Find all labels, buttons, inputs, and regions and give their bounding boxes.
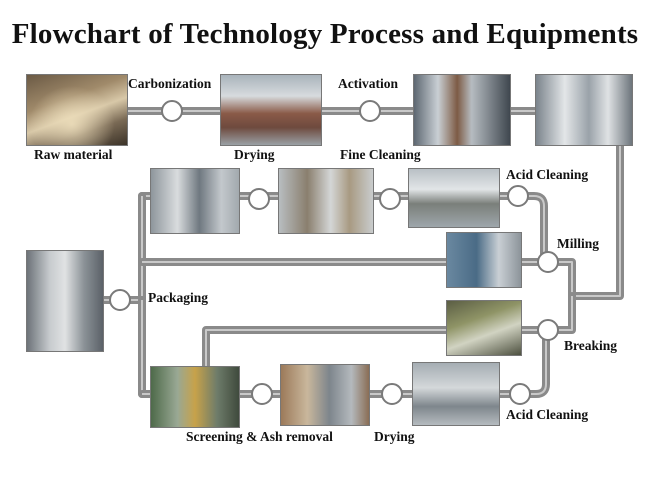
milling-photo — [446, 232, 522, 288]
carbonization-photo — [220, 74, 322, 146]
screening-ash-removal-label: Screening & Ash removal — [186, 429, 333, 444]
fine-cleaning-equipment-photo — [535, 74, 633, 146]
carbonization-node — [161, 100, 183, 122]
milling-node — [537, 251, 559, 273]
page-title: Flowchart of Technology Process and Equi… — [11, 18, 639, 50]
activation-node — [359, 100, 381, 122]
acid-cleaning-lower-node — [509, 383, 531, 405]
pipe-acid-upper-down-highlight — [518, 195, 545, 262]
drying-bottom-node — [381, 383, 403, 405]
activation-label: Activation — [338, 76, 398, 91]
breaking-node — [537, 319, 559, 341]
raw-material-photo — [26, 74, 128, 146]
upper-middle-equipment-photo — [278, 168, 374, 234]
acid-cleaning-upper-label: Acid Cleaning — [506, 167, 589, 182]
node-layer — [109, 100, 559, 405]
screening-photo — [150, 366, 240, 428]
screening-node — [251, 383, 273, 405]
upper-row-node-left — [248, 188, 270, 210]
pipe-acid-lower-up-highlight — [520, 330, 547, 395]
packaging-label: Packaging — [148, 290, 209, 305]
raw-material-label: Raw material — [34, 147, 113, 162]
drying-bottom-photo — [280, 364, 370, 426]
packaging-node — [109, 289, 131, 311]
breaking-photo — [446, 300, 522, 356]
drying-top-label: Drying — [234, 147, 275, 162]
acid-cleaning-lower-photo — [412, 362, 500, 426]
breaking-label: Breaking — [564, 338, 618, 353]
pipe-breaking-feed-highlight — [205, 329, 548, 366]
packaging-machine-photo — [26, 250, 104, 352]
upper-left-equipment-photo — [150, 168, 240, 234]
pipe-network — [36, 107, 624, 398]
acid-cleaning-upper-node — [507, 185, 529, 207]
acid-cleaning-lower-label: Acid Cleaning — [506, 407, 589, 422]
carbonization-label: Carbonization — [128, 76, 212, 91]
fine-cleaning-label: Fine Cleaning — [340, 147, 421, 162]
activation-photo — [413, 74, 511, 146]
acid-cleaning-upper-photo — [408, 168, 500, 228]
milling-label: Milling — [557, 236, 600, 251]
drying-bottom-label: Drying — [374, 429, 415, 444]
upper-row-node-right — [379, 188, 401, 210]
